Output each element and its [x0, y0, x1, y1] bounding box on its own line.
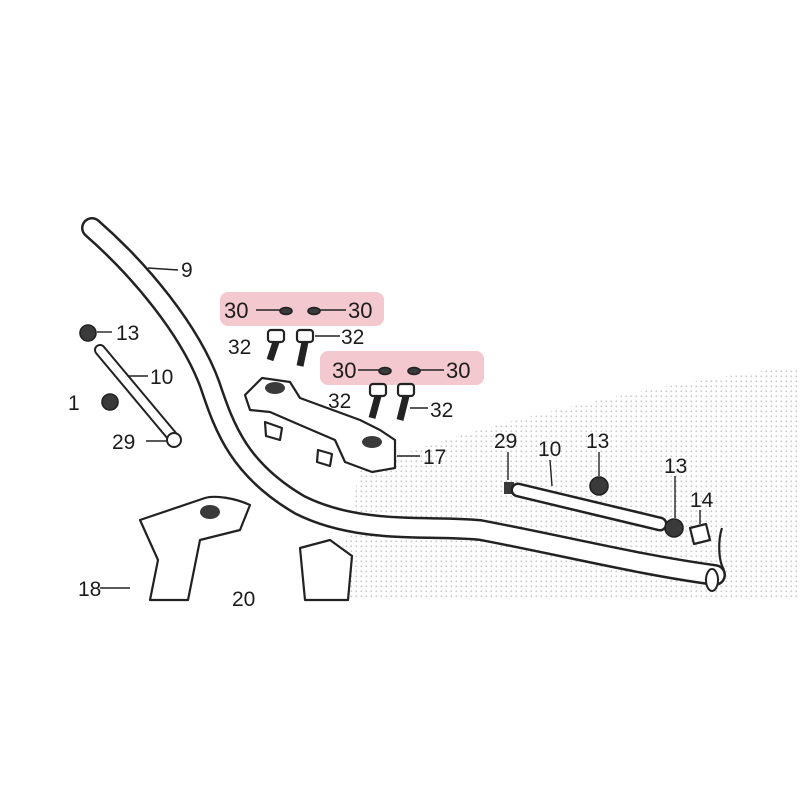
label-29-left: 29 — [112, 431, 135, 454]
part-13-left-nut — [79, 324, 97, 342]
leader-10-right — [549, 459, 553, 487]
part-32-bolt-b — [295, 328, 315, 367]
right-grip-partial — [718, 527, 725, 571]
part-17-bolt-hole-right — [362, 436, 382, 448]
label-10-right: 10 — [538, 438, 561, 461]
part-14-end-clip — [688, 522, 712, 546]
part-13-right-nut-a — [589, 476, 609, 496]
label-10-left: 10 — [150, 366, 173, 389]
label-30-b: 30 — [348, 298, 372, 323]
label-17: 17 — [423, 446, 446, 469]
part-30-washer-d — [407, 366, 421, 376]
handlebar-right-end — [705, 568, 719, 592]
label-30-c: 30 — [332, 358, 356, 383]
part-17-upper-holder — [243, 376, 397, 474]
part-18-fork-bracket — [138, 495, 252, 602]
label-13-left: 13 — [116, 322, 139, 345]
part-17-tab-right — [315, 448, 334, 468]
label-14: 14 — [690, 489, 714, 512]
part-29-right-collar — [504, 482, 514, 494]
label-32-c: 32 — [328, 390, 351, 413]
label-20-partial: 20 — [232, 588, 255, 611]
label-13-right-a: 13 — [586, 430, 609, 453]
part-17-bolt-hole-left — [265, 382, 285, 394]
part-13-right-nut-b — [664, 518, 684, 538]
part-32-bolt-c — [368, 382, 388, 419]
part-18-hole — [200, 505, 220, 519]
label-9: 9 — [181, 259, 193, 282]
label-30-d: 30 — [446, 358, 470, 383]
part-32-bolt-d — [396, 382, 416, 421]
part-10-left-rod-inner — [96, 346, 176, 440]
label-32-d: 32 — [430, 399, 453, 422]
label-32-b: 32 — [341, 326, 364, 349]
part-29-left-collar — [166, 432, 182, 448]
dotted-shading-area — [330, 370, 800, 600]
label-30-a: 30 — [224, 298, 248, 323]
part-10-right-rod-inner — [513, 485, 665, 529]
label-18: 18 — [78, 578, 101, 601]
leader-9 — [147, 267, 179, 271]
part-30-washer-a — [279, 306, 293, 316]
highlight-box-upper — [220, 292, 384, 326]
label-13-right-b: 13 — [664, 455, 687, 478]
part-30-washer-c — [378, 366, 392, 376]
lower-stem-holder — [298, 538, 354, 602]
part-30-washer-b — [307, 306, 321, 316]
label-29-right: 29 — [494, 430, 517, 453]
part-1-left-nut — [101, 393, 119, 411]
part-17-tab-left — [263, 420, 284, 442]
highlight-box-lower — [320, 351, 484, 385]
part-32-bolt-a — [266, 328, 286, 362]
label-1-left-partial: 1 — [68, 392, 80, 415]
label-32-a: 32 — [228, 336, 251, 359]
handlebar-tube-fill — [83, 219, 724, 584]
